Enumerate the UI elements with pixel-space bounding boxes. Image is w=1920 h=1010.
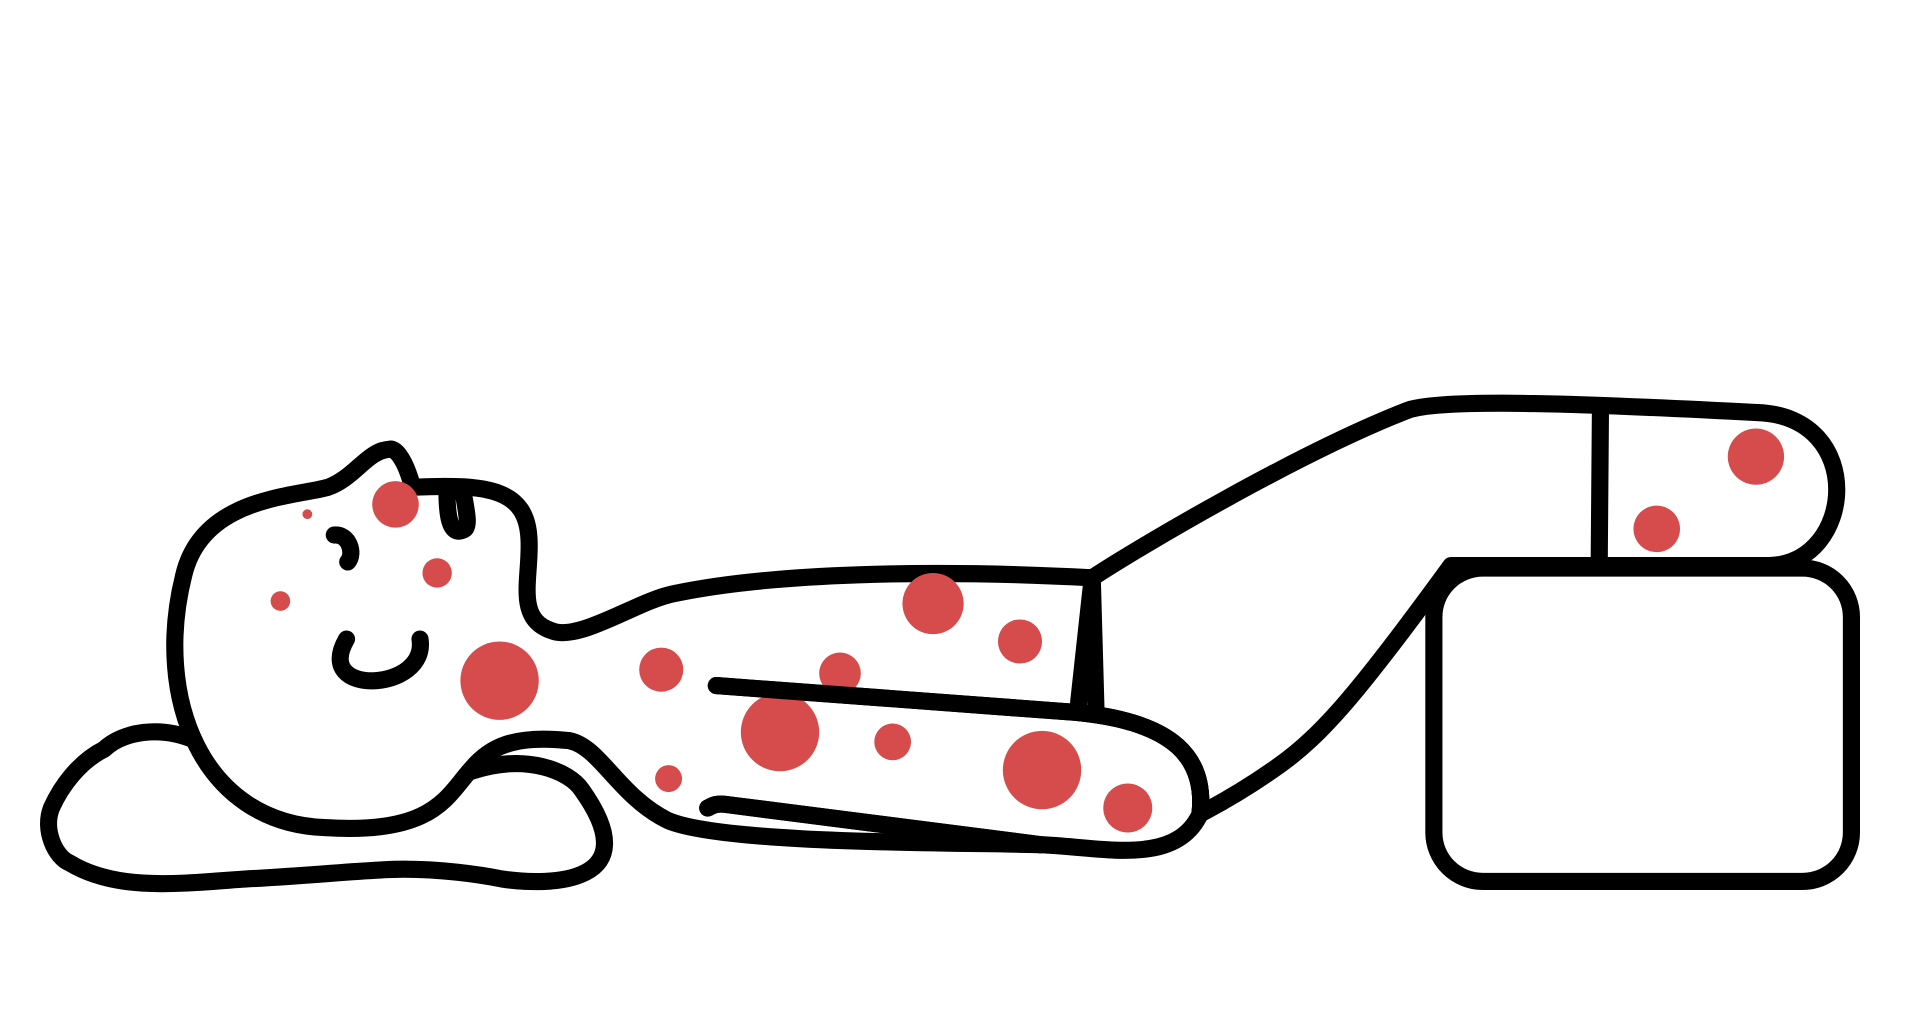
spot <box>655 765 683 793</box>
spot <box>422 558 452 588</box>
hip-line-overlay <box>707 677 1210 823</box>
spot <box>639 647 684 692</box>
arm-segment-line <box>1590 405 1609 575</box>
spot <box>997 619 1043 664</box>
cube-rest <box>1425 559 1860 891</box>
spot <box>1633 505 1680 553</box>
hand-line-overlay <box>699 795 1050 854</box>
spot <box>902 572 964 635</box>
spot <box>874 723 912 761</box>
spot <box>1103 783 1153 833</box>
body-outline <box>166 440 1210 859</box>
cube-outline <box>1425 559 1860 891</box>
spot <box>460 641 539 720</box>
spot <box>740 692 820 772</box>
spot <box>1002 730 1082 810</box>
spot <box>819 652 861 695</box>
spot <box>270 591 291 611</box>
ear <box>438 481 476 540</box>
arm-upper <box>1083 394 1846 823</box>
shoulder-line <box>1083 569 1105 717</box>
spot <box>1727 428 1785 485</box>
closed-eye <box>325 526 360 571</box>
red-spots <box>270 428 1785 833</box>
spot <box>372 481 419 528</box>
spot <box>302 509 313 520</box>
smile-mouth <box>331 630 429 690</box>
